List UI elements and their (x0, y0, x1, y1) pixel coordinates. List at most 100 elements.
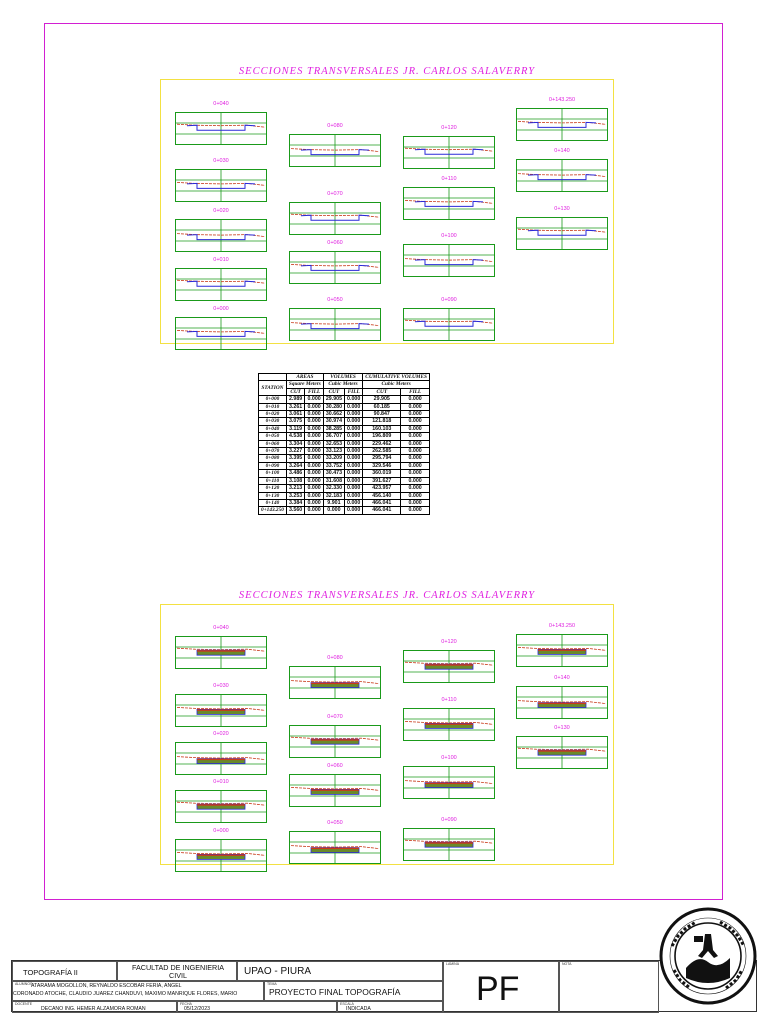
value-cell: 0.000 (304, 484, 324, 493)
cross-section-0-140: 0+140 (516, 148, 608, 192)
value-cell: 0.000 (304, 461, 324, 471)
value-cell: 36.707 (322, 432, 346, 441)
section-station-label: 0+120 (441, 639, 457, 645)
university-seal-logo (659, 907, 757, 1005)
value-cell: 262.585 (362, 447, 402, 456)
value-cell: 32.653 (322, 439, 346, 449)
section-station-label: 0+050 (327, 297, 343, 303)
value-cell: 0.000 (344, 461, 364, 471)
value-cell: 30.662 (322, 410, 346, 419)
section-station-label: 0+100 (441, 233, 457, 239)
value-cell: 3.213 (285, 484, 306, 493)
note-label: NOTA (562, 962, 572, 966)
section-station-label: 0+060 (327, 240, 343, 246)
station-cell: 0+000 (258, 395, 287, 404)
value-cell: 0.000 (344, 476, 364, 486)
sub-header: FILL (400, 387, 430, 397)
value-cell: 0.000 (304, 424, 324, 434)
value-cell: 0.000 (400, 402, 430, 412)
section-grid (516, 634, 608, 667)
cross-section-0-060: 0+060 (289, 763, 381, 807)
teacher-label: DOCENTE (15, 1002, 33, 1006)
cross-section-0-060: 0+060 (289, 240, 381, 284)
cross-section-0-110: 0+110 (403, 697, 495, 741)
value-cell: 466.041 (362, 506, 402, 515)
value-cell: 0.000 (344, 506, 364, 515)
value-cell: 0.000 (304, 417, 324, 426)
value-cell: 0.000 (344, 432, 364, 441)
station-cell: 0+020 (258, 410, 287, 419)
value-cell: 0.000 (304, 454, 324, 463)
section-station-label: 0+000 (213, 306, 229, 312)
students-cell: ALUMNOS ATARAMA MOGOLLON, REYNALDO ESCOB… (12, 981, 264, 1001)
section-grid (516, 686, 608, 719)
university-cell: UPAO - PIURA (237, 961, 443, 981)
value-cell: 33.752 (322, 461, 346, 471)
section-station-label: 0+120 (441, 125, 457, 131)
section-grid (403, 708, 495, 741)
section-station-label: 0+060 (327, 763, 343, 769)
bottom-sheet-title: SECCIONES TRANSVERSALES JR. CARLOS SALAV… (238, 590, 536, 601)
students-line-2: CORONADO ATOCHE, CLAUDIO JUAREZ CHANDUVI… (13, 991, 238, 997)
section-station-label: 0+110 (441, 697, 457, 703)
empty-header-cell (258, 372, 287, 382)
section-grid (175, 112, 267, 145)
value-cell: 32.183 (322, 491, 346, 500)
section-station-label: 0+100 (441, 755, 457, 761)
station-cell: 0+040 (258, 424, 287, 434)
section-grid (403, 187, 495, 220)
value-cell: 0.000 (400, 461, 430, 471)
value-cell: 0.000 (304, 476, 324, 486)
value-cell: 0.000 (304, 498, 324, 508)
cross-section-0-110: 0+110 (403, 176, 495, 220)
value-cell: 160.103 (362, 424, 402, 434)
section-station-label: 0+090 (441, 297, 457, 303)
value-cell: 0.000 (304, 506, 324, 515)
value-cell: 0.000 (344, 417, 364, 426)
value-cell: 30.280 (322, 402, 346, 412)
cross-section-0-000: 0+000 (175, 306, 267, 350)
value-cell: 3.304 (285, 439, 306, 449)
section-station-label: 0+070 (327, 191, 343, 197)
cross-section-0-030: 0+030 (175, 158, 267, 202)
areas-header: AREAS (285, 372, 324, 382)
cross-section-0-030: 0+030 (175, 683, 267, 727)
value-cell: 0.000 (304, 432, 324, 441)
sub-header: FILL (344, 387, 364, 397)
cross-section-0-143-250: 0+143.250 (516, 97, 608, 141)
cross-section-0-070: 0+070 (289, 714, 381, 758)
teacher-name: DECANO ING. HEMER ALZAMORA ROMAN (41, 1006, 146, 1012)
section-station-label: 0+140 (554, 148, 570, 154)
value-cell: 0.000 (400, 491, 430, 500)
value-cell: 90.847 (362, 410, 402, 419)
section-station-label: 0+030 (213, 683, 229, 689)
course-cell: TOPOGRAFÍA II (12, 961, 117, 981)
station-cell: 0+140 (258, 498, 287, 508)
value-cell: 0.000 (304, 469, 324, 478)
value-cell: 9.901 (322, 498, 346, 508)
station-cell: 0+110 (258, 476, 287, 486)
cross-section-0-143-250: 0+143.250 (516, 623, 608, 667)
station-cell: 0+090 (258, 461, 287, 471)
section-grid (175, 636, 267, 669)
station-cell: 0+030 (258, 417, 287, 426)
value-cell: 0.000 (400, 476, 430, 486)
value-cell: 60.185 (362, 402, 402, 412)
value-cell: 0.000 (344, 447, 364, 456)
section-station-label: 0+010 (213, 779, 229, 785)
value-cell: 0.000 (344, 439, 364, 449)
value-cell: 30.974 (322, 417, 346, 426)
station-cell: 0+100 (258, 469, 287, 478)
value-cell: 38.285 (322, 424, 346, 434)
value-cell: 3.108 (285, 476, 306, 486)
value-cell: 0.000 (400, 395, 430, 404)
section-grid (403, 244, 495, 277)
areas-unit: Square Meters (285, 380, 324, 389)
